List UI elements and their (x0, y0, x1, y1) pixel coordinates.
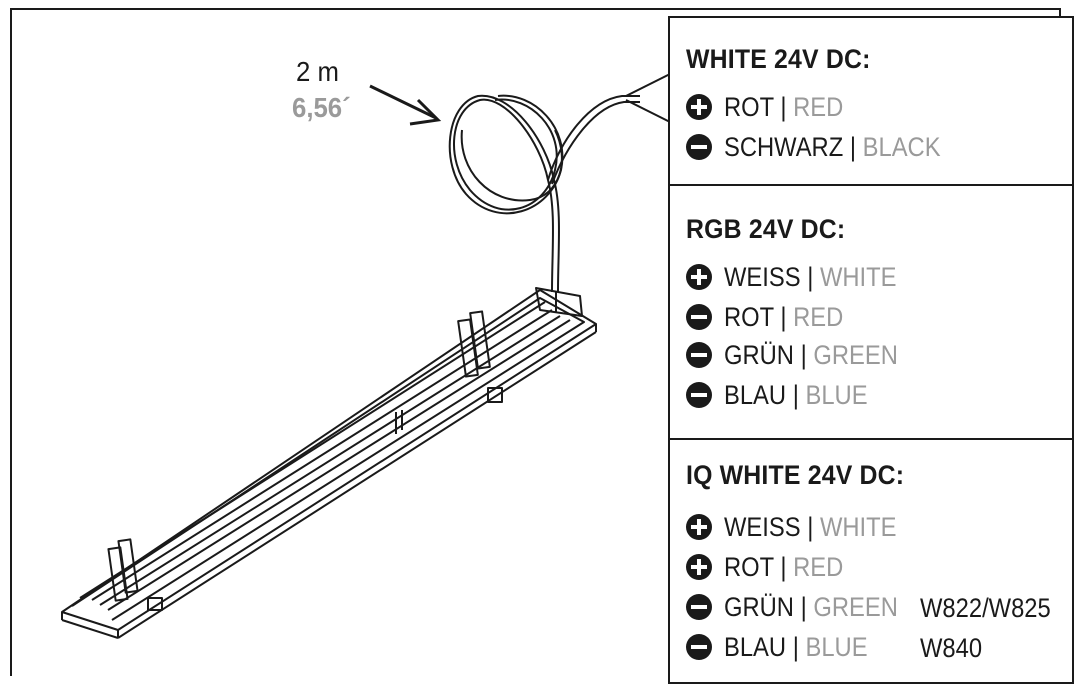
wire-label-en: GREEN (813, 591, 898, 622)
callout-lines (625, 73, 671, 123)
wire-label-de: ROT (724, 91, 774, 122)
wire-row: ROT | RED (686, 300, 860, 334)
wire-label-de: SCHWARZ (724, 131, 844, 162)
wire-label-de: BLAU (724, 631, 787, 662)
separator: | (807, 511, 814, 542)
wire-row: ROT | RED (686, 550, 860, 584)
section-white-24v: WHITE 24V DC: ROT | RED SCHWARZ | BLACK (670, 18, 1072, 186)
separator: | (800, 591, 807, 622)
wire-label-de: GRÜN (724, 339, 794, 370)
separator: | (780, 551, 787, 582)
model-note: W840 (920, 633, 983, 663)
minus-icon (686, 382, 712, 408)
minus-icon (686, 134, 712, 160)
section-title: IQ WHITE 24V DC: (686, 460, 905, 490)
wire-row: WEISS | WHITE (686, 260, 920, 294)
wire-row: WEISS | WHITE (686, 510, 920, 544)
section-rgb-24v: RGB 24V DC: WEISS | WHITE ROT | RED GRÜN… (670, 184, 1072, 440)
wire-label-de: BLAU (724, 379, 787, 410)
wire-label-en: RED (793, 301, 844, 332)
wire-label-de: ROT (724, 301, 774, 332)
wire-row: BLAU | BLUE (686, 630, 887, 664)
wire-label-de: WEISS (724, 511, 801, 542)
wire-label-de: ROT (724, 551, 774, 582)
wire-row: ROT | RED (686, 90, 860, 124)
separator: | (849, 131, 857, 162)
model-note: W822/W825 (920, 593, 1051, 623)
separator: | (800, 339, 807, 370)
minus-icon (686, 594, 712, 620)
separator: | (792, 379, 799, 410)
section-title: WHITE 24V DC: (686, 44, 871, 74)
minus-icon (686, 304, 712, 330)
wire-label-en: RED (793, 551, 844, 582)
arrow-icon (369, 84, 442, 126)
minus-icon (686, 342, 712, 368)
wire-label-de: GRÜN (724, 591, 794, 622)
section-title: RGB 24V DC: (686, 214, 846, 244)
wire-label-de: WEISS (724, 261, 801, 292)
minus-icon (686, 634, 712, 660)
separator: | (780, 301, 787, 332)
cable-length-feet: 6,56´ (292, 92, 351, 123)
cable-coil-icon (448, 94, 640, 293)
plus-icon (686, 514, 712, 540)
wire-label-en: BLACK (862, 131, 941, 162)
wire-row: BLAU | BLUE (686, 378, 887, 412)
wire-label-en: WHITE (819, 261, 897, 292)
wire-label-en: BLUE (805, 631, 868, 662)
plus-icon (686, 94, 712, 120)
section-iq-white-24v: IQ WHITE 24V DC: WEISS | WHITE ROT | RED… (670, 438, 1072, 688)
plus-icon (686, 554, 712, 580)
wire-label-en: RED (793, 91, 844, 122)
wire-row: GRÜN | GREEN (686, 590, 922, 624)
wire-row: SCHWARZ | BLACK (686, 130, 970, 164)
linear-luminaire-icon (61, 287, 597, 639)
wire-label-en: GREEN (813, 339, 898, 370)
wire-label-en: WHITE (819, 511, 897, 542)
cable-length-meters: 2 m (296, 56, 339, 87)
separator: | (807, 261, 814, 292)
plus-icon (686, 264, 712, 290)
wire-label-en: BLUE (805, 379, 868, 410)
wiring-legend-panel: WHITE 24V DC: ROT | RED SCHWARZ | BLACK … (668, 16, 1074, 684)
wire-row: GRÜN | GREEN (686, 338, 922, 372)
separator: | (792, 631, 799, 662)
separator: | (780, 91, 787, 122)
